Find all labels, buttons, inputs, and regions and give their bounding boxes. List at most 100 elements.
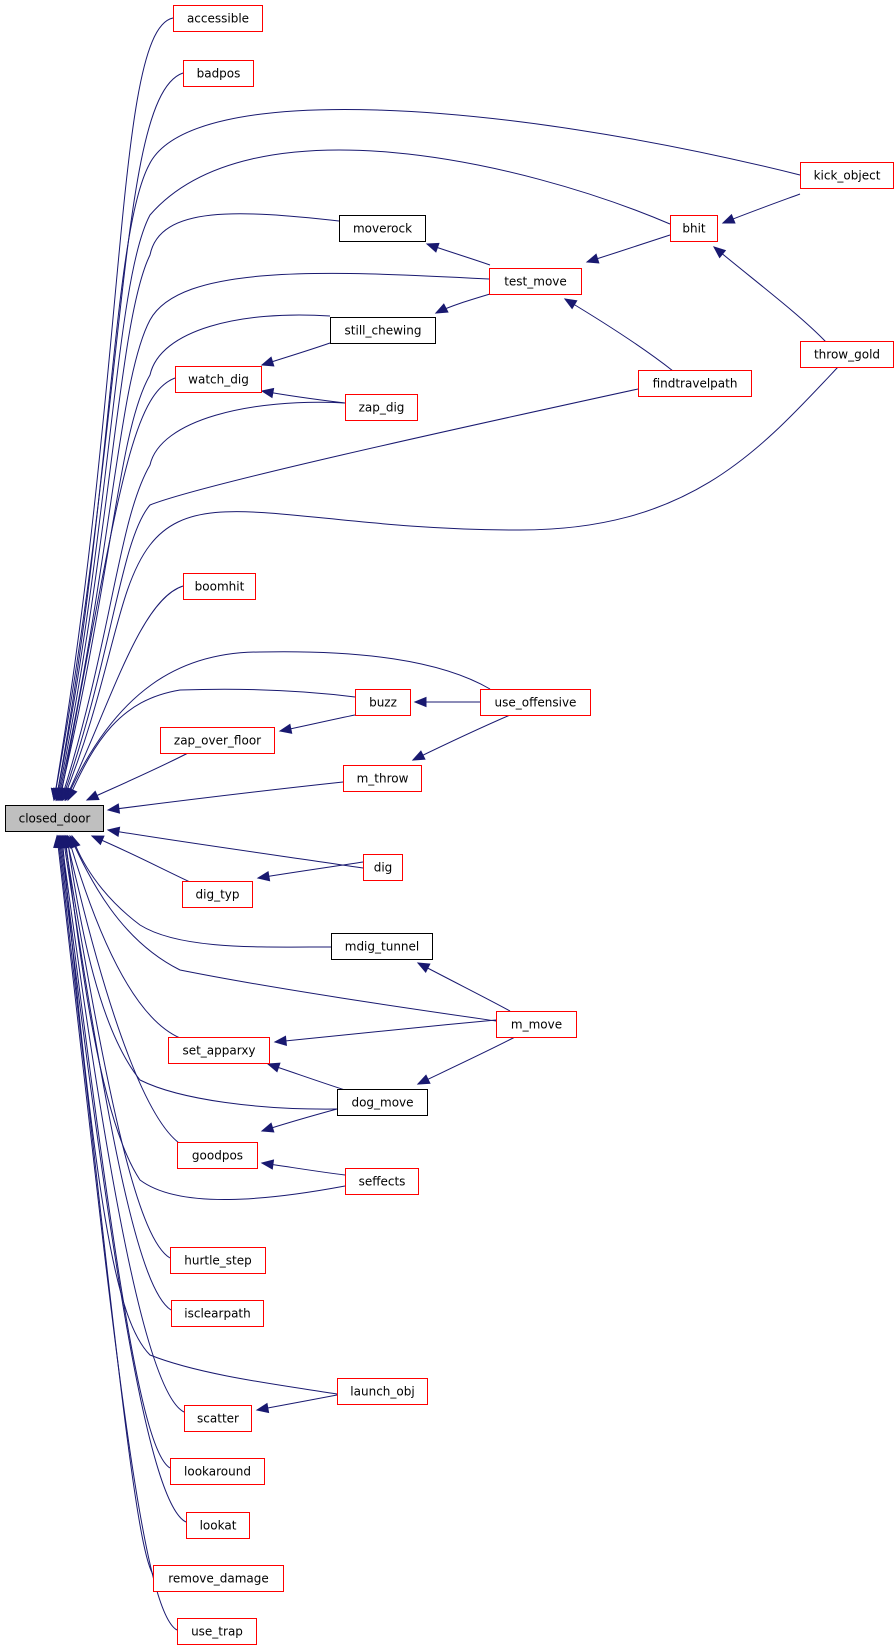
node-seffects[interactable]: seffects <box>345 1168 419 1195</box>
node-box[interactable] <box>331 933 433 960</box>
node-scatter[interactable]: scatter <box>184 1405 252 1432</box>
node-dig-typ[interactable]: dig_typ <box>182 881 253 908</box>
node-m-move[interactable]: m_move <box>496 1011 577 1038</box>
node-label[interactable]: m_throw <box>357 772 409 786</box>
node-box[interactable] <box>363 854 403 881</box>
node-label[interactable]: remove_damage <box>168 1572 269 1586</box>
node-box[interactable] <box>489 268 582 295</box>
node-box[interactable] <box>345 1168 419 1195</box>
node-label[interactable]: test_move <box>504 275 567 289</box>
node-label[interactable]: dig <box>374 861 393 875</box>
node-throw-gold[interactable]: throw_gold <box>800 341 894 368</box>
node-box[interactable] <box>182 881 253 908</box>
node-box[interactable] <box>5 805 104 832</box>
node-label[interactable]: lookaround <box>184 1465 251 1479</box>
node-box[interactable] <box>170 1247 266 1274</box>
node-buzz[interactable]: buzz <box>355 689 411 716</box>
node-box[interactable] <box>177 1618 257 1645</box>
node-launch-obj[interactable]: launch_obj <box>337 1378 428 1405</box>
node-box[interactable] <box>800 162 894 189</box>
node-label[interactable]: mdig_tunnel <box>345 940 420 954</box>
node-box[interactable] <box>168 1037 270 1064</box>
node-box[interactable] <box>183 60 254 87</box>
node-box[interactable] <box>337 1378 428 1405</box>
node-label[interactable]: still_chewing <box>345 324 422 338</box>
node-label[interactable]: kick_object <box>814 169 881 183</box>
node-m-throw[interactable]: m_throw <box>343 765 422 792</box>
node-label[interactable]: scatter <box>197 1412 239 1426</box>
node-label[interactable]: badpos <box>197 67 241 81</box>
node-box[interactable] <box>343 765 422 792</box>
node-box[interactable] <box>175 366 262 393</box>
node-box[interactable] <box>800 341 894 368</box>
node-box[interactable] <box>173 5 263 32</box>
node-box[interactable] <box>153 1565 284 1592</box>
node-box[interactable] <box>670 215 718 242</box>
node-label[interactable]: dig_typ <box>196 888 240 902</box>
node-still-chewing[interactable]: still_chewing <box>330 317 436 344</box>
node-label[interactable]: moverock <box>353 222 412 236</box>
node-lookaround[interactable]: lookaround <box>170 1458 265 1485</box>
node-goodpos[interactable]: goodpos <box>177 1142 258 1169</box>
node-badpos[interactable]: badpos <box>183 60 254 87</box>
node-label[interactable]: watch_dig <box>188 373 249 387</box>
node-box[interactable] <box>160 727 275 754</box>
node-label[interactable]: dog_move <box>351 1096 413 1110</box>
node-label[interactable]: isclearpath <box>184 1307 250 1321</box>
node-set-apparxy[interactable]: set_apparxy <box>168 1037 270 1064</box>
node-mdig-tunnel[interactable]: mdig_tunnel <box>331 933 433 960</box>
node-box[interactable] <box>355 689 411 716</box>
node-label[interactable]: launch_obj <box>350 1385 414 1399</box>
node-isclearpath[interactable]: isclearpath <box>171 1300 264 1327</box>
node-label[interactable]: seffects <box>359 1175 406 1189</box>
node-label[interactable]: m_move <box>511 1018 562 1032</box>
node-label[interactable]: accessible <box>187 12 249 26</box>
node-box[interactable] <box>480 689 591 716</box>
node-box[interactable] <box>177 1142 258 1169</box>
node-use-trap[interactable]: use_trap <box>177 1618 257 1645</box>
node-label[interactable]: buzz <box>369 696 397 710</box>
node-lookat[interactable]: lookat <box>186 1512 250 1539</box>
node-accessible[interactable]: accessible <box>173 5 263 32</box>
node-kick-object[interactable]: kick_object <box>800 162 894 189</box>
node-box[interactable] <box>170 1458 265 1485</box>
node-box[interactable] <box>184 1405 252 1432</box>
node-boomhit[interactable]: boomhit <box>183 573 256 600</box>
node-label[interactable]: zap_dig <box>359 401 405 415</box>
node-bhit[interactable]: bhit <box>670 215 718 242</box>
node-label[interactable]: closed_door <box>19 812 91 826</box>
node-box[interactable] <box>330 317 436 344</box>
node-label[interactable]: set_apparxy <box>182 1044 255 1058</box>
node-moverock[interactable]: moverock <box>339 215 426 242</box>
node-watch-dig[interactable]: watch_dig <box>175 366 262 393</box>
node-label[interactable]: throw_gold <box>814 348 880 362</box>
node-test-move[interactable]: test_move <box>489 268 582 295</box>
node-label[interactable]: zap_over_floor <box>174 734 261 748</box>
node-box[interactable] <box>186 1512 250 1539</box>
node-box[interactable] <box>183 573 256 600</box>
node-label[interactable]: use_offensive <box>495 696 577 710</box>
node-label[interactable]: lookat <box>200 1519 237 1533</box>
node-hurtle-step[interactable]: hurtle_step <box>170 1247 266 1274</box>
node-box[interactable] <box>171 1300 264 1327</box>
node-label[interactable]: findtravelpath <box>653 377 738 391</box>
node-dig[interactable]: dig <box>363 854 403 881</box>
node-zap-over-floor[interactable]: zap_over_floor <box>160 727 275 754</box>
node-box[interactable] <box>638 370 752 397</box>
node-label[interactable]: hurtle_step <box>184 1254 252 1268</box>
node-label[interactable]: bhit <box>682 222 706 236</box>
node-box[interactable] <box>496 1011 577 1038</box>
node-findtravelpath[interactable]: findtravelpath <box>638 370 752 397</box>
node-box[interactable] <box>337 1089 428 1116</box>
edge-test_move-to-closed_door <box>55 272 490 802</box>
node-closed-door[interactable]: closed_door <box>5 805 104 832</box>
node-zap-dig[interactable]: zap_dig <box>345 394 418 421</box>
node-dog-move[interactable]: dog_move <box>337 1089 428 1116</box>
node-remove-damage[interactable]: remove_damage <box>153 1565 284 1592</box>
node-box[interactable] <box>345 394 418 421</box>
node-use-offensive[interactable]: use_offensive <box>480 689 591 716</box>
node-box[interactable] <box>339 215 426 242</box>
node-label[interactable]: use_trap <box>191 1625 243 1639</box>
node-label[interactable]: goodpos <box>192 1149 243 1163</box>
node-label[interactable]: boomhit <box>195 580 245 594</box>
